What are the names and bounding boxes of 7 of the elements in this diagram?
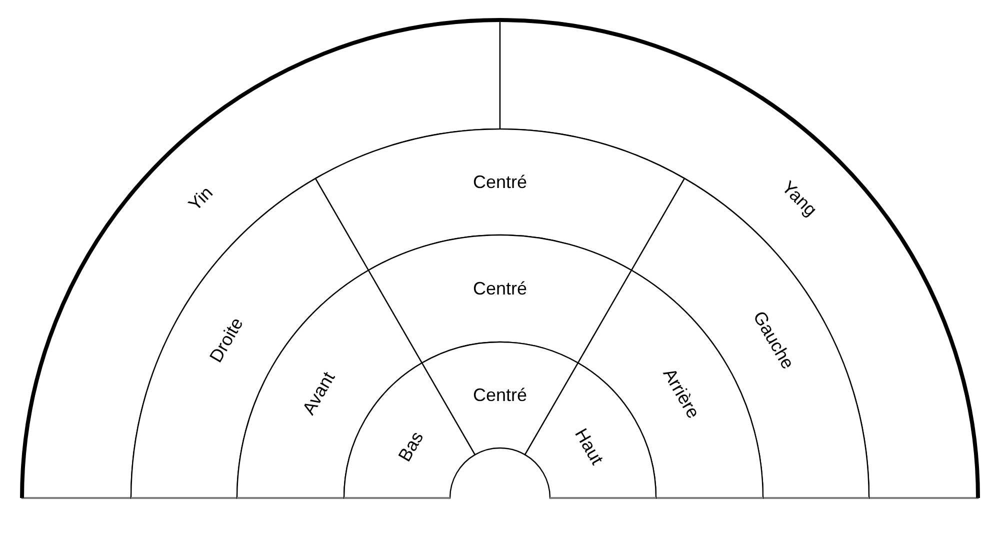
ring-segment — [368, 234, 632, 364]
segment-label: Centré — [472, 172, 528, 192]
segment-label: Centré — [472, 385, 528, 405]
segment-label: Yin — [184, 182, 217, 215]
ring-segment — [314, 129, 686, 271]
segment-label: Bas — [394, 428, 428, 465]
segment-label: Centré — [472, 278, 528, 298]
